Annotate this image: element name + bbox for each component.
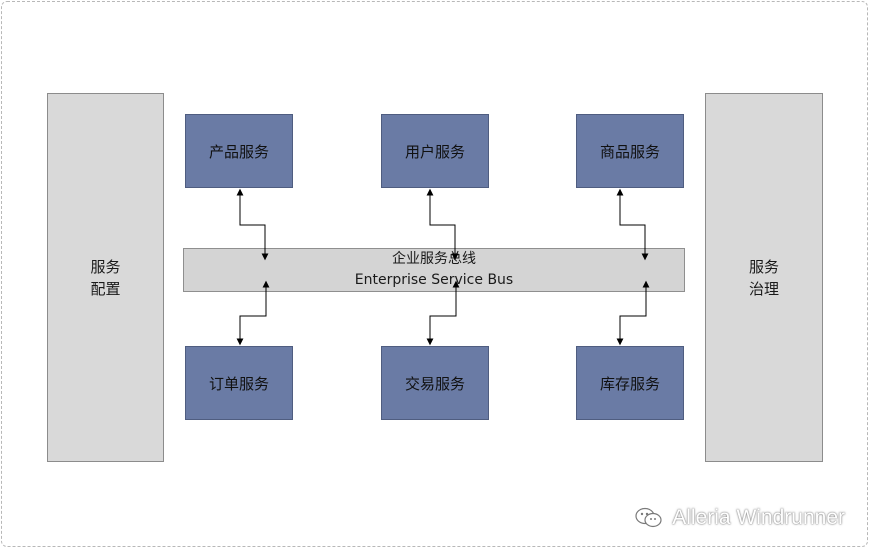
connector-bus-to-inventory — [616, 280, 650, 346]
goods-service-box: 商品服务 — [576, 114, 684, 188]
service-governance-line1: 服务 — [748, 257, 779, 276]
service-config-line1: 服务 — [90, 257, 121, 276]
connector-user-to-bus — [426, 188, 459, 261]
product-service-box: 产品服务 — [185, 114, 293, 188]
service-governance-line2: 治理 — [748, 279, 779, 298]
bus-title-en: Enterprise Service Bus — [354, 272, 514, 288]
service-config-line2: 配置 — [90, 279, 121, 298]
wechat-icon — [635, 507, 662, 528]
connector-bus-to-trade — [426, 280, 460, 346]
connector-goods-to-bus — [616, 188, 649, 261]
user-service-box: 用户服务 — [381, 114, 489, 188]
connector-product-to-bus — [236, 188, 269, 261]
trade-service-box: 交易服务 — [381, 346, 489, 420]
order-service-box: 订单服务 — [185, 346, 293, 420]
watermark-text: Alleria Windrunner — [672, 506, 845, 529]
inventory-service-box: 库存服务 — [576, 346, 684, 420]
watermark: Alleria Windrunner — [634, 506, 845, 530]
service-governance-panel: 服务 治理 — [705, 93, 823, 462]
connector-bus-to-order — [236, 280, 270, 346]
service-config-panel: 服务 配置 — [47, 93, 164, 462]
